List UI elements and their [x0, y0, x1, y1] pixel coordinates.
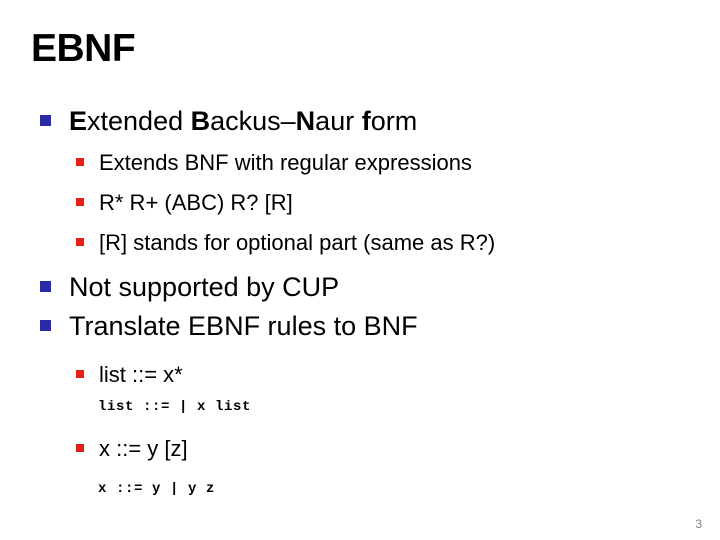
page-number: 3	[695, 517, 702, 531]
bullet-row-x-rule: x ::= y [z]	[76, 436, 188, 462]
bullet-row-extended-backus-naur-form: Extended Backus–Naur form	[40, 106, 417, 136]
text-xtended: xtended	[87, 106, 191, 136]
bullet-label-extended-backus-naur-form: Extended Backus–Naur form	[69, 106, 417, 136]
code-line-x-rule-bnf: x ::= y | y z	[98, 481, 216, 497]
page-title: EBNF	[31, 27, 136, 70]
bullet-label-regex-operators: R* R+ (ABC) R? [R]	[99, 190, 293, 215]
bullet-row-list-rule: list ::= x*	[76, 362, 183, 388]
square-bullet-red-icon	[76, 198, 84, 206]
bullet-label-not-supported-by-cup: Not supported by CUP	[69, 272, 340, 302]
text-aur: aur	[315, 106, 362, 136]
text-orm: orm	[370, 106, 418, 136]
bullet-label-translate-ebnf-rules: Translate EBNF rules to BNF	[69, 311, 418, 341]
square-bullet-red-icon	[76, 158, 84, 166]
square-bullet-red-icon	[76, 444, 84, 452]
square-bullet-blue-icon	[40, 320, 51, 331]
square-bullet-blue-icon	[40, 281, 51, 292]
bullet-row-not-supported-by-cup: Not supported by CUP	[40, 272, 339, 302]
bullet-label-x-rule: x ::= y [z]	[99, 436, 188, 461]
bullet-label-extends-bnf: Extends BNF with regular expressions	[99, 150, 472, 175]
bullet-row-extends-bnf: Extends BNF with regular expressions	[76, 150, 472, 176]
bullet-label-optional-part: [R] stands for optional part (same as R?…	[99, 230, 496, 255]
emphasis-b: B	[190, 106, 211, 136]
bullet-row-optional-part: [R] stands for optional part (same as R?…	[76, 230, 495, 256]
square-bullet-red-icon	[76, 238, 84, 246]
emphasis-e: E	[69, 106, 88, 136]
code-line-list-rule-bnf: list ::= | x list	[98, 399, 252, 415]
bullet-row-regex-operators: R* R+ (ABC) R? [R]	[76, 190, 293, 216]
bullet-label-list-rule: list ::= x*	[99, 362, 183, 387]
emphasis-f: f	[361, 106, 371, 136]
text-ackus: ackus–	[210, 106, 296, 136]
square-bullet-red-icon	[76, 370, 84, 378]
square-bullet-blue-icon	[40, 115, 51, 126]
bullet-row-translate-ebnf-rules: Translate EBNF rules to BNF	[40, 311, 418, 341]
emphasis-n: N	[295, 106, 316, 136]
